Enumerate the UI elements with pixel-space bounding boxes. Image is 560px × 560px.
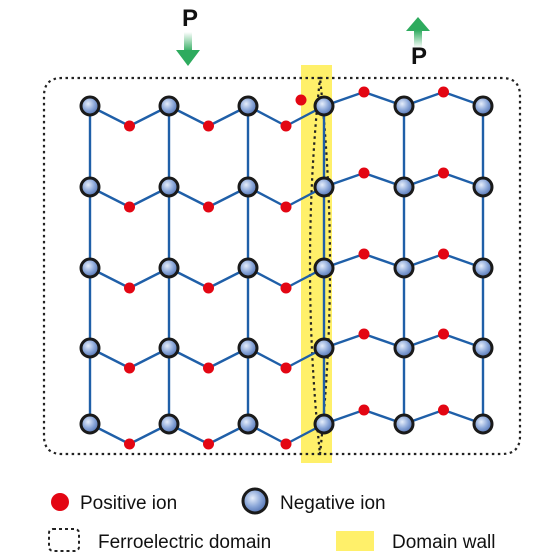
negative-ion: [393, 337, 415, 359]
positive-ion: [438, 167, 449, 179]
ferroelectric-domain-left: [42, 76, 322, 456]
negative-ion: [237, 95, 259, 117]
positive-ion: [358, 328, 370, 340]
ferroelectric-domain-swatch: [48, 528, 80, 552]
legend-label-positive-ion: Positive ion: [80, 493, 177, 514]
arrow-down-icon: [176, 32, 200, 66]
positive-ion: [203, 362, 214, 374]
negative-ion: [472, 95, 494, 117]
positive-ion: [124, 362, 135, 374]
negative-ion: [79, 337, 101, 359]
positive-ion-swatch: [51, 493, 69, 511]
positive-ion: [203, 282, 214, 294]
positive-ion: [280, 438, 292, 450]
negative-ion: [237, 337, 259, 359]
polarization-label-left: P: [182, 5, 198, 32]
positive-ion: [358, 404, 370, 416]
legend-label-domain-wall: Domain wall: [392, 532, 495, 553]
negative-ion: [158, 176, 180, 198]
negative-ion: [313, 337, 335, 359]
polarization-right: P: [406, 17, 430, 70]
negative-ion: [79, 413, 101, 435]
negative-ions: [79, 95, 494, 435]
negative-ion: [472, 257, 494, 279]
positive-ion: [438, 328, 449, 340]
negative-ion: [472, 176, 494, 198]
negative-ion: [393, 176, 415, 198]
positive-ion: [203, 120, 214, 132]
positive-ion: [203, 201, 214, 213]
negative-ion: [393, 413, 415, 435]
negative-ion: [158, 337, 180, 359]
legend: Positive ion Negative ion Ferroelectric …: [48, 487, 495, 553]
positive-ion: [124, 120, 135, 132]
negative-ion: [237, 257, 259, 279]
polarization-left: P: [176, 5, 200, 66]
negative-ion: [79, 95, 101, 117]
negative-ion: [472, 337, 494, 359]
negative-ion: [158, 257, 180, 279]
legend-domain-wall: Domain wall: [336, 531, 495, 553]
negative-ion: [79, 176, 101, 198]
positive-ion: [295, 94, 307, 106]
positive-ion: [438, 248, 449, 260]
positive-ions: [124, 86, 449, 450]
negative-ion: [313, 176, 335, 198]
domain-wall-swatch: [336, 531, 374, 551]
negative-ion: [79, 257, 101, 279]
positive-ion: [358, 248, 370, 260]
negative-ion: [313, 413, 335, 435]
positive-ion: [280, 201, 292, 213]
negative-ion-swatch: [241, 487, 269, 515]
bond-lines: [88, 90, 485, 446]
legend-label-ferroelectric-domain: Ferroelectric domain: [98, 532, 271, 553]
negative-ion: [237, 176, 259, 198]
ferroelectric-domain-right: [318, 76, 522, 456]
positive-ion: [438, 86, 449, 98]
positive-ion: [124, 201, 135, 213]
positive-ion: [280, 120, 292, 132]
legend-ferroelectric-domain: Ferroelectric domain: [48, 528, 271, 553]
negative-ion: [158, 95, 180, 117]
positive-ion: [358, 86, 370, 98]
positive-ion: [124, 438, 135, 450]
positive-ion: [280, 282, 292, 294]
legend-negative-ion: Negative ion: [241, 487, 386, 515]
legend-positive-ion: Positive ion: [51, 493, 177, 514]
negative-ion: [158, 413, 180, 435]
negative-ion: [393, 257, 415, 279]
negative-ion: [313, 257, 335, 279]
positive-ion: [124, 282, 135, 294]
negative-ion: [237, 413, 259, 435]
negative-ion: [472, 413, 494, 435]
positive-ion: [358, 167, 370, 179]
arrow-up-icon: [406, 17, 430, 48]
positive-ion: [280, 362, 292, 374]
negative-ion: [313, 95, 335, 117]
positive-ion: [438, 404, 449, 416]
positive-ion: [203, 438, 214, 450]
legend-label-negative-ion: Negative ion: [280, 493, 386, 514]
polarization-label-right: P: [411, 43, 427, 70]
negative-ion: [393, 95, 415, 117]
